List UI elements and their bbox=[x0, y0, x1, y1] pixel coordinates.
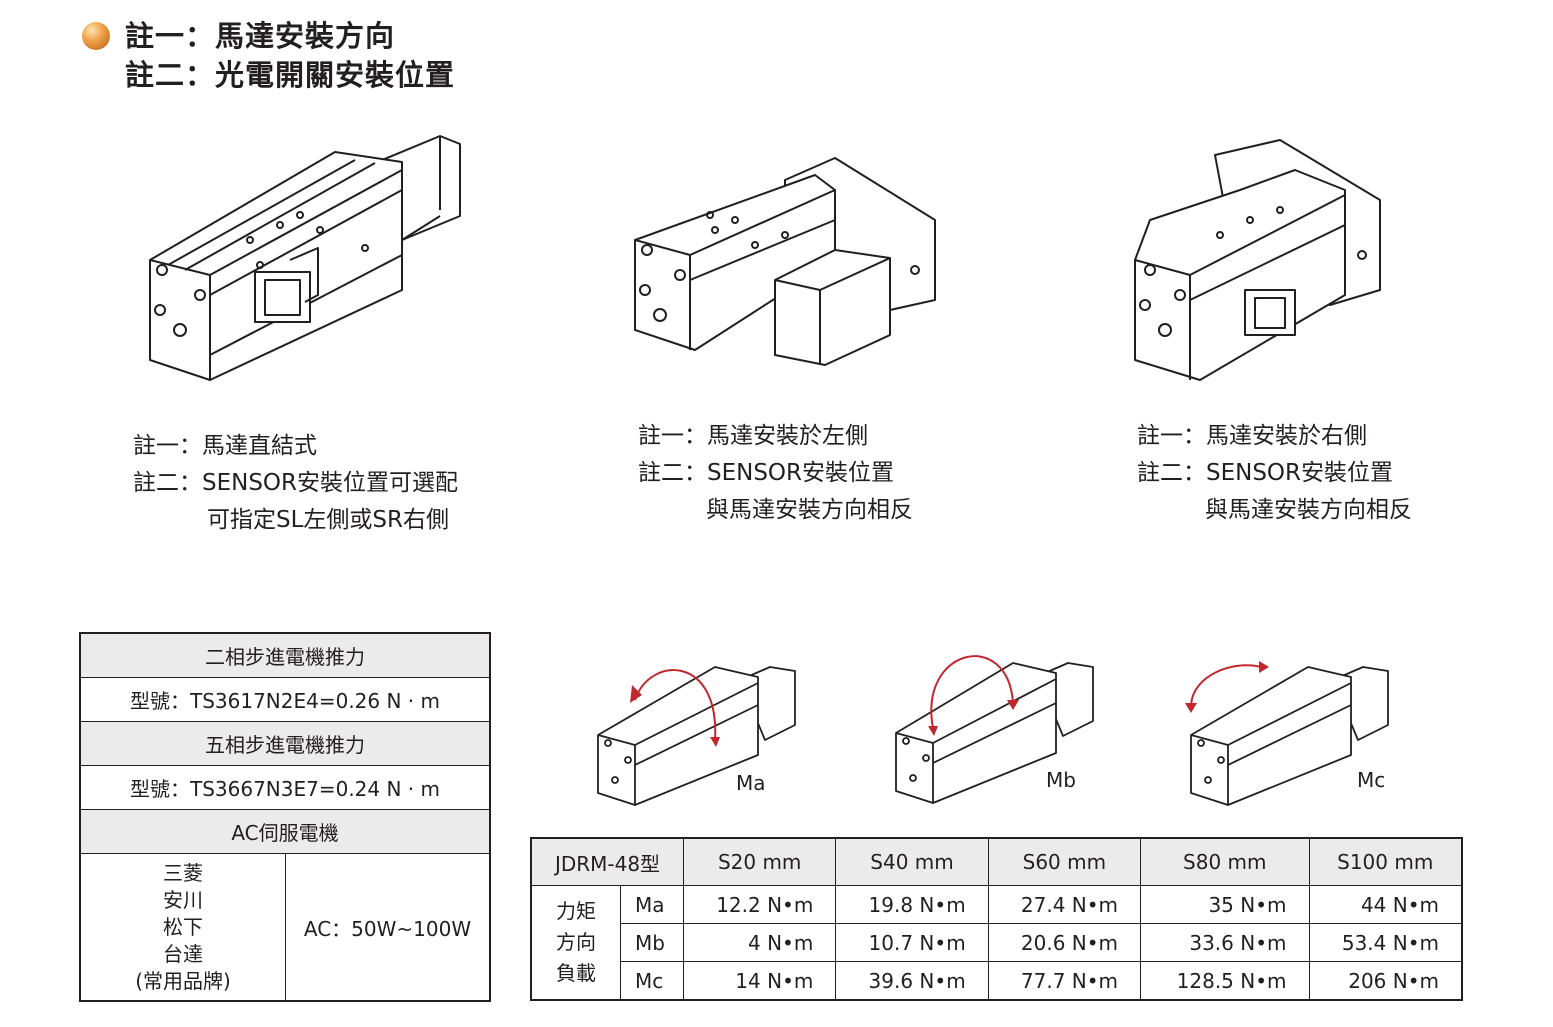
moment-mc-illustration bbox=[1185, 661, 1389, 806]
group-label-line: 方向 bbox=[556, 930, 596, 954]
moment-group-label: 力矩 方向 負載 bbox=[530, 885, 621, 1001]
five-phase-value: 型號：TS3667N3E7=0.24 N · m bbox=[79, 765, 491, 810]
axis-label: Mb bbox=[620, 923, 684, 962]
note-line: 與馬達安裝方向相反 bbox=[1205, 497, 1412, 523]
note-line: 註一：馬達直結式 bbox=[133, 433, 317, 459]
two-phase-title: 二相步進電機推力 bbox=[79, 632, 491, 678]
note-line: 註二：SENSOR安裝位置可選配 bbox=[133, 470, 459, 496]
column-header: S20 mm bbox=[682, 837, 837, 886]
motor-spec-table: 二相步進電機推力 型號：TS3617N2E4=0.26 N · m 五相步進電機… bbox=[79, 632, 491, 1002]
moment-ma-illustration bbox=[597, 666, 796, 806]
table-row: Mc 14 N•m 39.6 N•m 77.7 N•m 128.5 N•m 20… bbox=[531, 961, 1463, 1001]
note-line: 註一：馬達安裝於左側 bbox=[638, 423, 868, 449]
brand-item: 台達 bbox=[163, 941, 203, 966]
note-line: 註二：SENSOR安裝位置 bbox=[638, 460, 895, 486]
actuator-motor-left-illustration bbox=[634, 157, 936, 366]
table-cell: 12.2 N•m bbox=[682, 885, 837, 924]
page-title-sensor-position: 註二：光電開關安裝位置 bbox=[125, 58, 456, 92]
table-cell: 44 N•m bbox=[1308, 885, 1463, 924]
actuator-direct-motor-illustration bbox=[149, 135, 461, 381]
column-header: S80 mm bbox=[1140, 837, 1310, 886]
note-direct-motor: 註一：馬達直結式 註二：SENSOR安裝位置可選配 可指定SL左側或SR右側 bbox=[133, 428, 458, 539]
column-header: S40 mm bbox=[835, 837, 989, 886]
two-phase-value: 型號：TS3617N2E4=0.26 N · m bbox=[79, 677, 491, 722]
column-header: S60 mm bbox=[987, 837, 1142, 886]
table-cell: 20.6 N•m bbox=[987, 923, 1142, 962]
table-cell: 14 N•m bbox=[682, 961, 837, 1001]
note-line: 註二：SENSOR安裝位置 bbox=[1137, 460, 1394, 486]
note-line: 可指定SL左側或SR右側 bbox=[207, 507, 449, 533]
group-label-line: 負載 bbox=[556, 961, 596, 985]
model-header: JDRM-48型 bbox=[530, 837, 684, 886]
moment-mb-illustration bbox=[895, 655, 1094, 804]
table-cell: 33.6 N•m bbox=[1140, 923, 1310, 962]
table-cell: 128.5 N•m bbox=[1140, 961, 1310, 1001]
note-line: 註一：馬達安裝於右側 bbox=[1137, 423, 1367, 449]
table-cell: 35 N•m bbox=[1140, 885, 1310, 924]
five-phase-title: 五相步進電機推力 bbox=[79, 721, 491, 766]
brand-item: (常用品牌) bbox=[135, 968, 231, 993]
actuator-motor-right-illustration bbox=[1134, 139, 1381, 381]
table-row: 力矩 方向 負載 Ma 12.2 N•m 19.8 N•m 27.4 N•m 3… bbox=[530, 885, 1463, 1001]
column-header: S100 mm bbox=[1308, 837, 1463, 886]
table-cell: 39.6 N•m bbox=[835, 961, 989, 1001]
table-cell: 19.8 N•m bbox=[835, 885, 989, 924]
page-title-motor-direction: 註一：馬達安裝方向 bbox=[125, 19, 396, 53]
brand-item: 松下 bbox=[163, 914, 203, 939]
moment-load-table: JDRM-48型 S20 mm S40 mm S60 mm S80 mm S10… bbox=[530, 837, 1463, 1001]
orange-bullet-icon bbox=[82, 22, 110, 50]
moment-label-mc: Mc bbox=[1357, 768, 1386, 792]
axis-label: Mc bbox=[620, 961, 684, 1001]
moment-label-ma: Ma bbox=[736, 771, 766, 795]
brand-list: 三菱 安川 松下 台達 (常用品牌) bbox=[79, 853, 286, 1002]
table-cell: 10.7 N•m bbox=[835, 923, 989, 962]
brand-item: 安川 bbox=[163, 887, 203, 912]
table-cell: 77.7 N•m bbox=[987, 961, 1142, 1001]
servo-title: AC伺服電機 bbox=[79, 809, 491, 854]
group-label-line: 力矩 bbox=[556, 899, 596, 923]
table-row: Mb 4 N•m 10.7 N•m 20.6 N•m 33.6 N•m 53.4… bbox=[531, 923, 1463, 962]
servo-value: AC：50W~100W bbox=[285, 853, 491, 1002]
note-motor-right: 註一：馬達安裝於右側 註二：SENSOR安裝位置 與馬達安裝方向相反 bbox=[1137, 418, 1412, 529]
moment-label-mb: Mb bbox=[1046, 768, 1076, 792]
table-cell: 206 N•m bbox=[1308, 961, 1463, 1001]
brand-item: 三菱 bbox=[163, 860, 203, 885]
note-line: 與馬達安裝方向相反 bbox=[706, 497, 913, 523]
table-cell: 53.4 N•m bbox=[1308, 923, 1463, 962]
axis-label: Ma bbox=[620, 885, 684, 924]
note-motor-left: 註一：馬達安裝於左側 註二：SENSOR安裝位置 與馬達安裝方向相反 bbox=[638, 418, 913, 529]
table-cell: 27.4 N•m bbox=[987, 885, 1142, 924]
table-cell: 4 N•m bbox=[682, 923, 837, 962]
